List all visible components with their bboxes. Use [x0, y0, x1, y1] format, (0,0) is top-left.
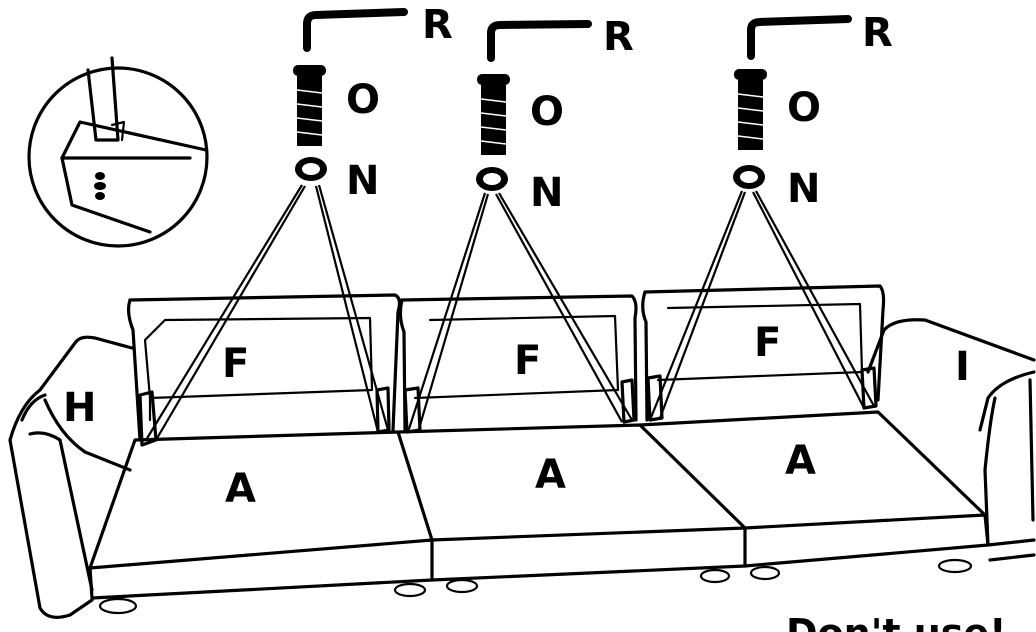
washer-icon [476, 167, 508, 191]
seat-cushion-1 [88, 430, 434, 600]
bolt-icon [477, 74, 510, 155]
washer-icon [733, 165, 765, 189]
label-hex-key: R [603, 14, 634, 60]
hex-key-icon [747, 15, 852, 60]
guide-lines [145, 184, 875, 441]
back-cushion-2 [398, 294, 638, 434]
right-arm [866, 318, 1036, 574]
hardware-set-1 [293, 8, 408, 181]
label-seat: A [785, 438, 816, 484]
seat-cushion-3 [638, 410, 990, 568]
washer-icon [295, 157, 327, 181]
label-right-arm: I [955, 344, 970, 390]
detail-inset [27, 56, 209, 248]
label-backrest: F [754, 320, 781, 366]
seat-cushion-2 [396, 423, 747, 582]
left-arm [8, 335, 138, 619]
inset-bolt-icon [94, 172, 106, 200]
hardware-set-2 [476, 20, 592, 191]
label-hex-key: R [862, 10, 893, 56]
sofa [8, 284, 1036, 619]
warning-text: Don't use! [786, 611, 1007, 632]
label-left-arm: H [63, 385, 96, 431]
hex-key-icon [487, 20, 592, 62]
label-hex-key: R [422, 2, 453, 48]
sofa-feet [393, 565, 781, 598]
hardware-set-3 [733, 15, 852, 189]
label-washer: N [346, 158, 379, 204]
label-backrest: F [514, 338, 541, 384]
label-bolt: O [787, 85, 821, 131]
back-cushion-1 [126, 293, 402, 447]
hex-key-icon [303, 8, 408, 52]
bolt-icon [293, 65, 326, 146]
label-washer: N [787, 166, 820, 212]
label-seat: A [535, 452, 566, 498]
part-labels: R R R O O O N N N F F F A A A H I [63, 2, 970, 512]
label-washer: N [530, 170, 563, 216]
label-bolt: O [530, 89, 564, 135]
label-backrest: F [222, 341, 249, 387]
label-seat: A [225, 466, 256, 512]
back-cushion-3 [641, 284, 886, 422]
label-bolt: O [346, 77, 380, 123]
bolt-icon [734, 69, 767, 150]
